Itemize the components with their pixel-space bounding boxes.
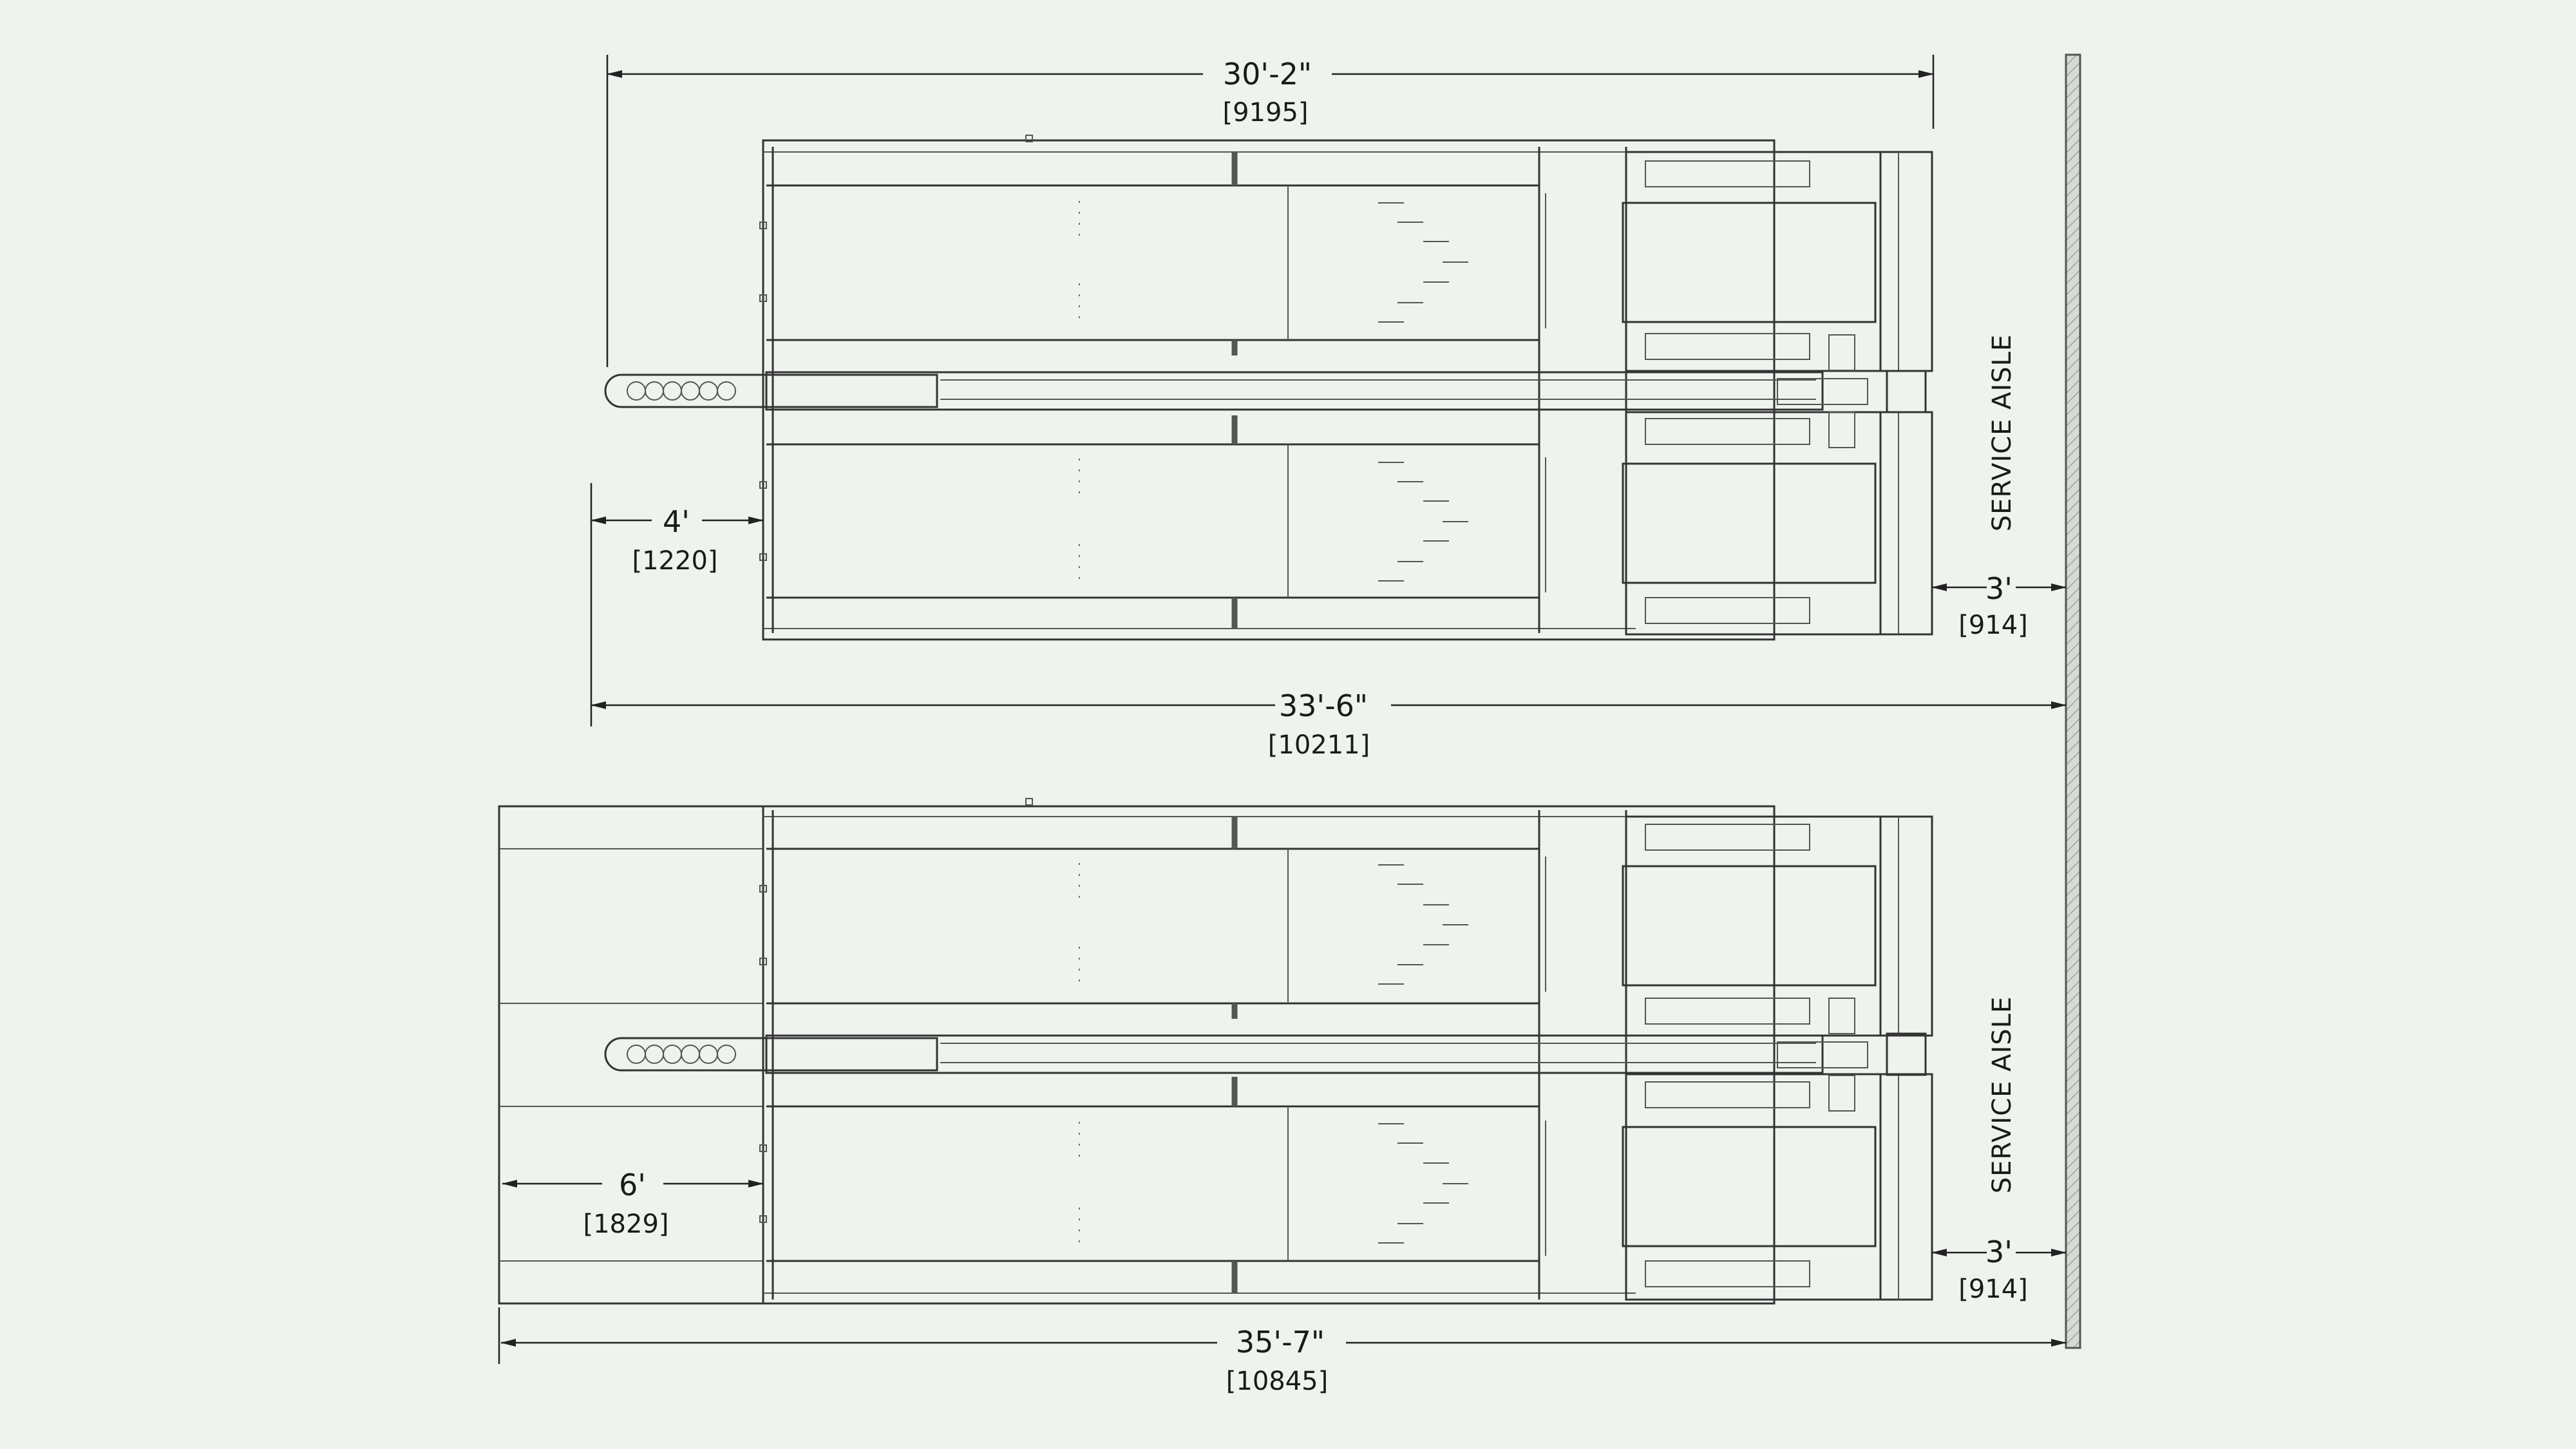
service-wall xyxy=(2065,53,2081,1349)
ball-rack xyxy=(604,1037,763,1072)
overall-length-mm: [9195] xyxy=(1222,98,1308,128)
ball-rack xyxy=(604,374,763,408)
total-length-ft: 33'-6" xyxy=(1279,688,1368,723)
pinsetter-lower xyxy=(1622,1073,1933,1301)
lane-pair-bottom: 6' [1829] 35'-7" [10845] 3' [914] SERVIC… xyxy=(498,798,2067,1396)
service-aisle-label: SERVICE AISLE xyxy=(1987,334,2017,531)
aisle-width-ft: 3' xyxy=(1985,1235,2012,1269)
aisle-width-ft: 3' xyxy=(1985,571,2012,606)
pin-spots xyxy=(1378,202,1468,582)
pinsetter-upper xyxy=(1622,151,1933,372)
aisle-width-mm: [914] xyxy=(1958,1274,2028,1304)
approach-length-ft: 4' xyxy=(663,504,690,539)
aisle-width-mm: [914] xyxy=(1958,611,2028,640)
ball-return-track xyxy=(765,1034,1824,1074)
pinsetter-lower xyxy=(1622,411,1933,636)
approach-length-mm: [1220] xyxy=(632,546,717,576)
service-aisle-label: SERVICE AISLE xyxy=(1987,996,2017,1193)
ball-return-track xyxy=(765,371,1824,411)
approach-length-mm: [1829] xyxy=(583,1209,668,1239)
pinsetter-upper xyxy=(1622,815,1933,1037)
pin-spots xyxy=(1378,864,1468,1244)
total-length-mm: [10211] xyxy=(1268,730,1370,760)
lane-pair-top: 30'-2" [9195] 4' [1220] 33'-6" [10211] 3… xyxy=(590,55,2067,760)
total-length-mm: [10845] xyxy=(1226,1367,1328,1396)
overall-length-ft: 30'-2" xyxy=(1223,57,1312,91)
approach-length-ft: 6' xyxy=(619,1168,646,1202)
total-length-ft: 35'-7" xyxy=(1236,1325,1325,1359)
